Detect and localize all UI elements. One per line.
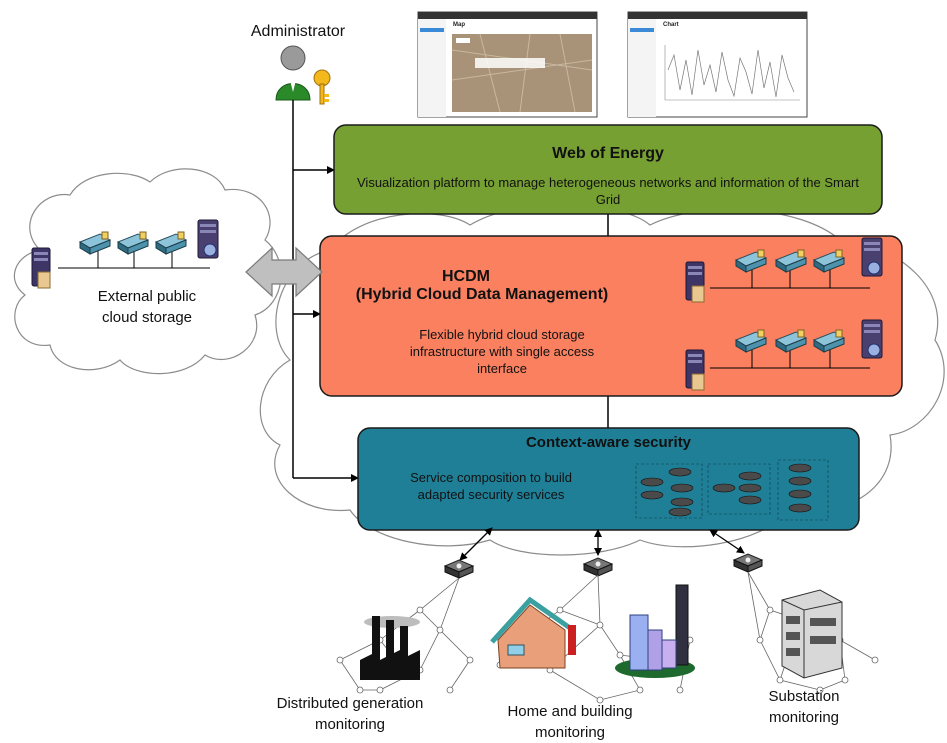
web-of-energy-description: Visualization platform to manage heterog… [357,175,859,207]
chart-screenshot-title: Chart [663,22,679,28]
external-cloud-shape [13,168,282,375]
gateway-substation [733,553,763,573]
hcdm-servers-bottom [685,319,883,391]
substation-monitoring-label: Substation monitoring [768,688,840,726]
hcdm-servers-top [685,237,883,303]
map-screenshot-title: Map [453,22,465,28]
hcdm-subtitle: (Hybrid Cloud Data Management) [355,286,609,303]
substation-building-icon [781,589,843,679]
security-title: Context-aware security [525,434,692,451]
hcdm-box [319,235,903,397]
administrator-icon [275,45,331,105]
home-monitoring-label: Home and building monitoring [507,703,633,741]
distributed-monitoring-label: Distributed generation monitoring [276,695,424,733]
security-services [635,459,829,521]
administrator-label: Administrator [250,23,346,40]
external-cloud-label: External public cloud storage [97,288,197,326]
security-box [357,427,860,531]
hcdm-description: Flexible hybrid cloud storage infrastruc… [409,327,595,376]
gateway-distributed [444,559,474,579]
web-of-energy-title: Web of Energy [552,145,664,162]
hcdm-title: HCDM [442,268,490,285]
chart-screenshot [627,11,808,118]
factory-icon [360,616,420,680]
map-screenshot [417,11,598,118]
security-description: Service composition to build adapted sec… [410,470,572,502]
web-of-energy-box [333,124,883,215]
gateway-home [583,557,613,577]
home-building-icon [490,584,695,678]
double-arrow [245,246,323,298]
external-cloud-servers [31,219,219,289]
